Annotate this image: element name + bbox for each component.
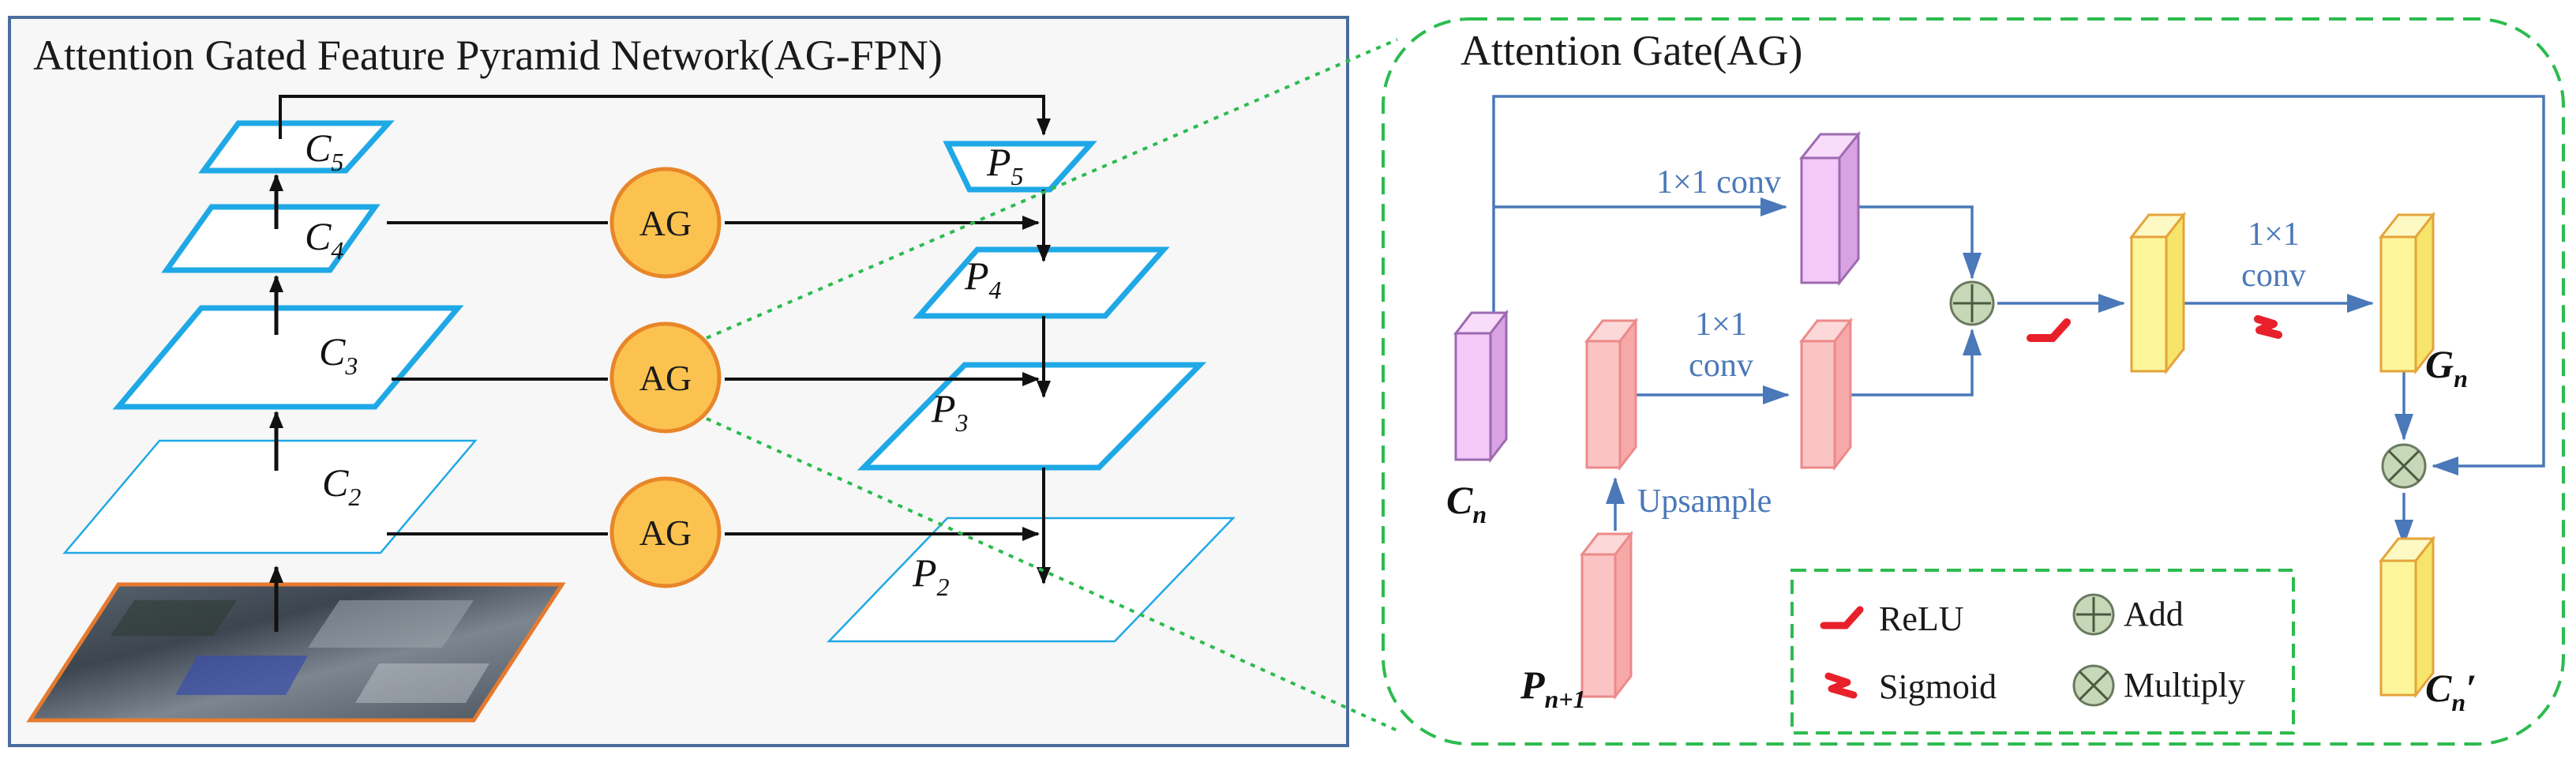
label-c2: C2 [322, 460, 361, 511]
add-operator [1949, 280, 1995, 326]
layer-p3 [857, 362, 1207, 471]
relu-glyph [2027, 318, 2071, 342]
label-c4: C4 [305, 214, 343, 265]
cube-pn1-upsampled [1584, 317, 1639, 472]
cube-conv-top [1798, 130, 1862, 287]
layer-c3 [112, 305, 464, 410]
attention-gate-title: Attention Gate(AG) [1460, 27, 1802, 74]
conv-mid-label-2: conv [1689, 348, 1753, 384]
legend-multiply-label: Multiply [2124, 666, 2245, 705]
cube-gn [2378, 211, 2436, 375]
label-c5: C5 [305, 126, 343, 176]
attention-gate-1-label: AG [639, 203, 692, 243]
layer-c4 [161, 204, 381, 273]
input-image [26, 582, 566, 723]
label-p3: P3 [931, 386, 969, 437]
conv-top-label: 1×1 conv [1656, 164, 1781, 201]
label-pn1: Pn+1 [1520, 663, 1586, 713]
lateral-connections [387, 216, 1040, 541]
upsample-label: Upsample [1637, 483, 1772, 520]
label-cn: Cn [1446, 478, 1487, 528]
ag-fpn-panel: Attention Gated Feature Pyramid Network(… [8, 16, 1349, 747]
attention-gate-3-label: AG [639, 513, 692, 553]
layer-p5 [943, 141, 1097, 193]
legend-sigmoid-label: Sigmoid [1879, 667, 1997, 706]
cube-pn1 [1579, 530, 1634, 701]
conv-mid-label-1: 1×1 [1695, 306, 1747, 343]
legend-frame [1790, 569, 2295, 735]
cube-conv-mid [1798, 317, 1854, 472]
cube-yellow-mid [2128, 211, 2187, 375]
conv-right-label-2: conv [2241, 257, 2306, 294]
zoom-lines [706, 38, 1398, 732]
legend-multiply-icon [2072, 664, 2115, 707]
label-cn-prime: Cn′ [2425, 666, 2477, 716]
layer-c5 [198, 120, 395, 174]
label-c3: C3 [319, 329, 358, 380]
legend-relu-glyph [1820, 606, 1864, 629]
label-gn: Gn [2425, 342, 2468, 393]
conv-right-label-1: 1×1 [2248, 216, 2300, 253]
legend-sigmoid-glyph [1824, 672, 1858, 699]
attention-gate-2: AG [609, 321, 722, 434]
cube-cn-prime [2378, 535, 2436, 699]
label-p4: P4 [964, 254, 1002, 304]
attention-gate-2-label: AG [639, 358, 692, 398]
layer-p4 [913, 246, 1170, 319]
label-p5: P5 [986, 140, 1024, 190]
attention-gate-1: AG [609, 167, 722, 279]
ag-fpn-title: Attention Gated Feature Pyramid Network(… [33, 32, 943, 79]
label-p2: P2 [912, 550, 950, 601]
legend-add-label: Add [2124, 595, 2184, 633]
sigmoid-glyph [2254, 315, 2282, 339]
legend-relu-label: ReLU [1879, 599, 1964, 638]
c5-to-p5-connection [279, 95, 1051, 139]
legend: ReLU Sigmoid Add Multiply [1790, 569, 2295, 735]
ag-connections [1492, 95, 2545, 547]
cube-cn [1453, 309, 1509, 464]
multiply-operator [2381, 443, 2427, 489]
legend-add-icon [2072, 593, 2115, 636]
attention-gate-panel: Attention Gate(AG) [1382, 17, 2565, 746]
attention-gate-3: AG [609, 476, 722, 588]
layer-c2 [62, 439, 478, 554]
